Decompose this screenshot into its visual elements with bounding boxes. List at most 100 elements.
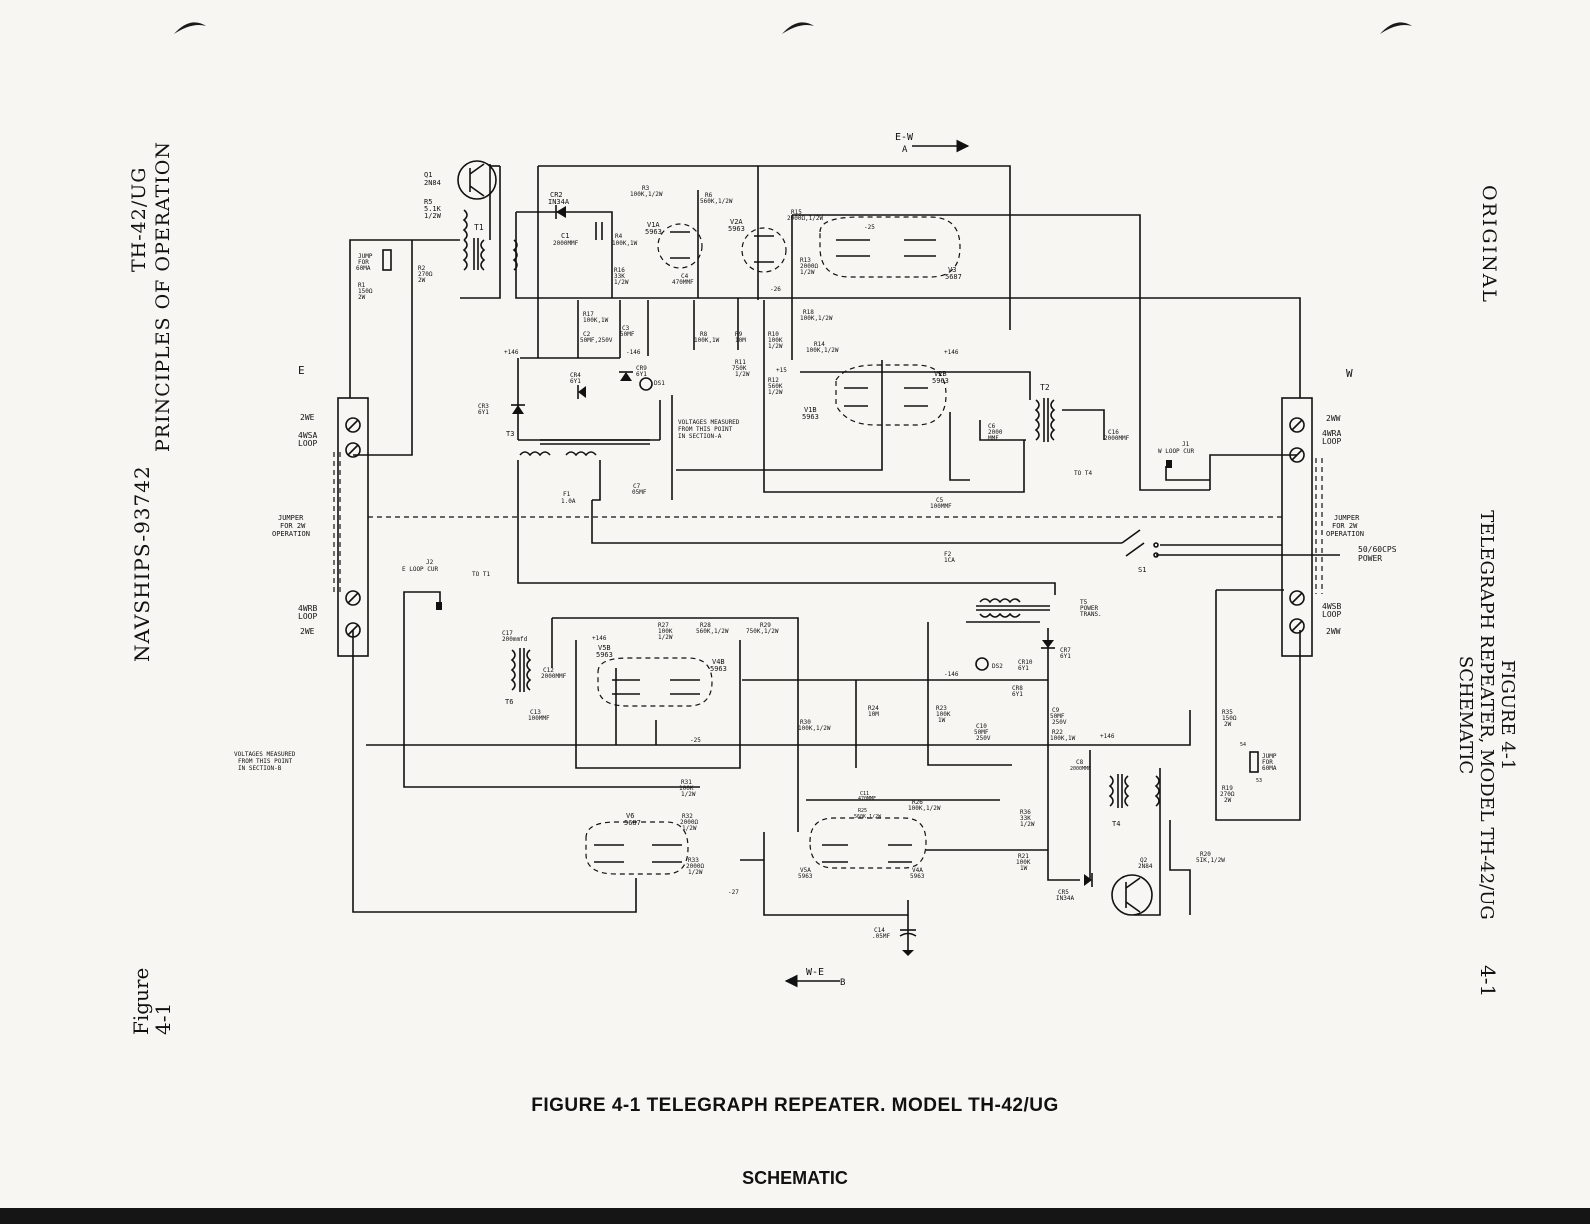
voltage-m27: -27 bbox=[728, 889, 739, 896]
direction-we-sub: B bbox=[840, 978, 845, 988]
label-ds1: DS1 bbox=[654, 380, 665, 387]
label-r26: R26 bbox=[912, 799, 923, 806]
label-r10-watt: 1/2W bbox=[768, 343, 783, 350]
label-jumper-right-2: FOR 2W bbox=[1332, 522, 1358, 530]
label-c6: C6 bbox=[988, 423, 996, 430]
label-r16-value: 33K bbox=[614, 273, 625, 280]
label-jumper-left-1: JUMPER bbox=[278, 514, 304, 522]
label-v1a-type: 5963 bbox=[645, 228, 662, 236]
label-r6: R6 bbox=[705, 192, 713, 199]
label-cr9-value: 6Y1 bbox=[636, 371, 647, 378]
label-jump1-for: FOR bbox=[358, 259, 369, 266]
label-c14-value: .05MF bbox=[872, 933, 890, 940]
label-c12-value: 2000MMF bbox=[541, 673, 567, 680]
label-4wrb: 4WRB bbox=[298, 604, 317, 613]
label-r29: R29 bbox=[760, 622, 771, 629]
label-r5: R5 bbox=[424, 198, 432, 206]
terminal-strip-east bbox=[333, 397, 369, 657]
label-s1: S1 bbox=[1138, 566, 1146, 574]
label-r18-value: 100K,1/2W bbox=[800, 315, 833, 322]
transformer-t5 bbox=[976, 598, 1050, 618]
label-cr3-value: 6Y1 bbox=[478, 409, 489, 416]
terminal-screw-w4 bbox=[1289, 618, 1305, 634]
label-r24-value: 10M bbox=[868, 711, 879, 718]
label-r31-watt: 1/2W bbox=[681, 791, 696, 798]
label-r31: R31 bbox=[681, 779, 692, 786]
label-r25: R25 bbox=[858, 808, 867, 814]
label-c11-value: 470MMF bbox=[858, 796, 876, 802]
label-q2-type: 2N84 bbox=[1138, 863, 1153, 870]
voltage-p146-d: +146 bbox=[1100, 733, 1115, 740]
label-v1a: V1A bbox=[647, 221, 660, 229]
label-c4: C4 bbox=[681, 273, 689, 280]
label-r32-watt: 1/2W bbox=[682, 825, 697, 832]
label-cr8: CR8 bbox=[1012, 685, 1023, 692]
label-r26-value: 100K,1/2W bbox=[908, 805, 941, 812]
label-r19: R19 bbox=[1222, 785, 1233, 792]
label-c17-value: 200mmfd bbox=[502, 636, 528, 643]
wiring-section-b bbox=[352, 589, 1301, 950]
label-r10: R10 bbox=[768, 331, 779, 338]
label-r1: R1 bbox=[358, 282, 366, 289]
label-c4-value: 470MMF bbox=[672, 279, 694, 286]
label-cr10: CR10 bbox=[1018, 659, 1033, 666]
label-v2b-type: 5963 bbox=[932, 377, 949, 385]
label-v3-type: 5687 bbox=[945, 273, 962, 281]
label-q1-type: 2N84 bbox=[424, 179, 441, 187]
diode-cr4 bbox=[577, 385, 586, 399]
label-r36-watt: 1/2W bbox=[1020, 821, 1035, 828]
label-t5-value: POWER bbox=[1080, 605, 1098, 612]
label-t5: T5 bbox=[1080, 599, 1088, 606]
label-c2: C2 bbox=[583, 331, 591, 338]
transistor-q1 bbox=[457, 160, 497, 240]
transformer-t4 bbox=[1108, 774, 1160, 808]
label-r1-value: 150Ω bbox=[358, 288, 373, 295]
terminal-strip-west bbox=[1281, 397, 1323, 657]
label-r20: R20 bbox=[1200, 851, 1211, 858]
label-r32: R32 bbox=[682, 813, 693, 820]
label-jumper-left-3: OPERATION bbox=[272, 530, 310, 538]
label-j1-value: W LOOP CUR bbox=[1158, 448, 1195, 455]
label-2we-bot: 2WE bbox=[300, 627, 315, 636]
diode-cr7 bbox=[1041, 640, 1055, 649]
label-r35-watt: 2W bbox=[1224, 721, 1232, 728]
label-r29-value: 750K,1/2W bbox=[746, 628, 779, 635]
label-jumper-left-2: FOR 2W bbox=[280, 522, 306, 530]
label-r11-value: 750K bbox=[732, 365, 747, 372]
label-r36-value: 33K bbox=[1020, 815, 1031, 822]
tube-v1b-v2b bbox=[835, 364, 947, 426]
label-r12: R12 bbox=[768, 377, 779, 384]
label-v2a-type: 5963 bbox=[728, 225, 745, 233]
label-jump1-current: 60MA bbox=[356, 265, 371, 272]
label-cr3: CR3 bbox=[478, 403, 489, 410]
label-c8: C8 bbox=[1076, 759, 1084, 766]
label-r2: R2 bbox=[418, 265, 426, 272]
label-c17: C17 bbox=[502, 630, 513, 637]
label-r23-watt: 1W bbox=[938, 717, 946, 724]
label-c3: C3 bbox=[622, 325, 630, 332]
terminal-screw-e3 bbox=[345, 590, 361, 606]
label-r28: R28 bbox=[700, 622, 711, 629]
label-r13-watt: 1/2W bbox=[800, 269, 815, 276]
label-c9-volt: 250V bbox=[1052, 719, 1067, 726]
note-section-b-3: IN SECTION-B bbox=[238, 765, 282, 772]
label-r15-value: 2000Ω,1/2W bbox=[787, 215, 824, 222]
voltage-m26: -26 bbox=[770, 286, 781, 293]
label-f1: F1 bbox=[563, 491, 571, 498]
label-j2-value: E LOOP CUR bbox=[402, 566, 439, 573]
label-cr7-value: 6Y1 bbox=[1060, 653, 1071, 660]
label-c12: C12 bbox=[543, 667, 554, 674]
label-c10-volt: 250V bbox=[976, 735, 991, 742]
label-4wra: 4WRA bbox=[1322, 429, 1341, 438]
tube-v1a bbox=[657, 223, 703, 269]
transistor-q2 bbox=[1111, 874, 1153, 916]
label-jump2-for: FOR bbox=[1262, 759, 1273, 766]
label-r25-value: 560K,1/2W bbox=[854, 814, 882, 820]
transformer-t6 bbox=[510, 648, 532, 692]
label-v6: V6 bbox=[626, 812, 634, 820]
voltage-p146-a: +146 bbox=[504, 349, 519, 356]
note-section-b-2: FROM THIS POINT bbox=[238, 758, 293, 765]
tube-v3 bbox=[819, 216, 961, 278]
label-r13: R13 bbox=[800, 257, 811, 264]
label-r8: R8 bbox=[700, 331, 708, 338]
